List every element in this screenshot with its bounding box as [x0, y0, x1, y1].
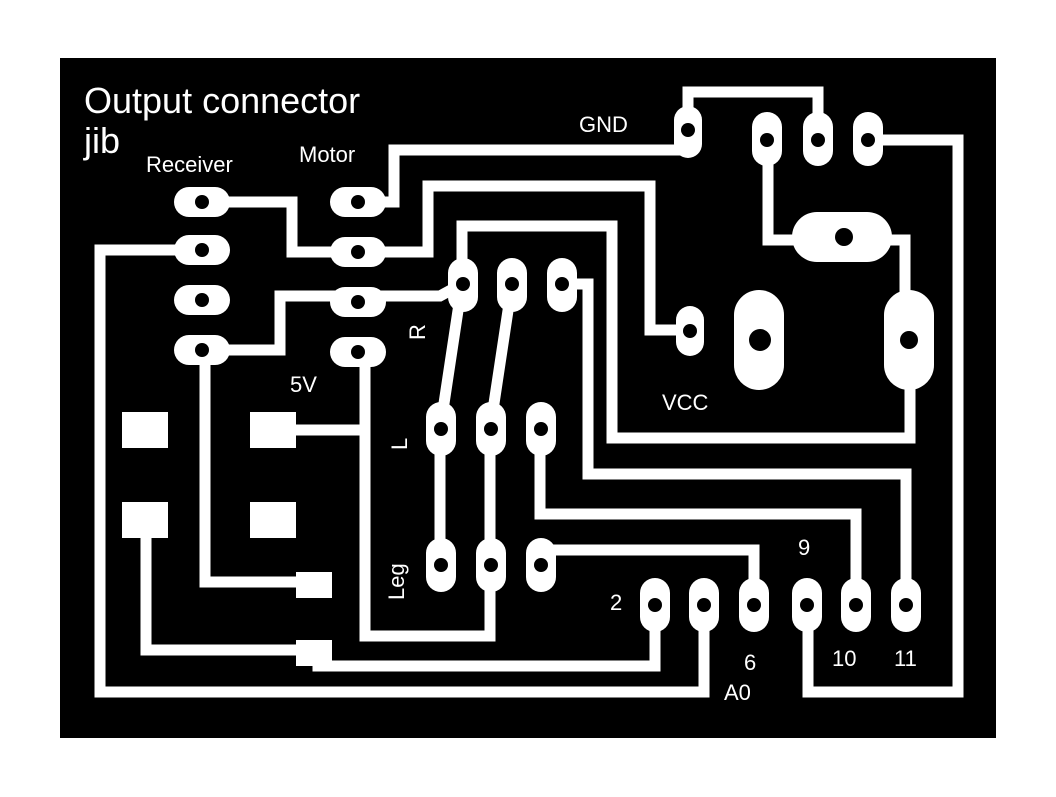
label-5v: 5V: [290, 372, 317, 397]
label-r: R: [405, 324, 430, 340]
trace-r3-11: [556, 278, 912, 611]
title-line-2: jib: [83, 120, 120, 161]
pad-smd-3: [122, 502, 168, 538]
label-pin-11: 11: [894, 646, 917, 671]
pad-smd-4: [250, 502, 296, 538]
pad-smd-6: [296, 640, 332, 666]
copper-traces: [94, 86, 964, 698]
label-a0: A0: [724, 680, 751, 705]
label-vcc: VCC: [662, 390, 709, 415]
trace-receiver-pad: [199, 344, 324, 588]
label-pin-9: 9: [798, 535, 810, 560]
label-pin-6: 6: [744, 650, 756, 675]
pad-smd-2: [250, 412, 296, 448]
trace-r-bus: [456, 220, 916, 444]
pcb-board: [60, 58, 996, 738]
trace-a0: [94, 244, 710, 698]
title-line-1: Output connector: [84, 80, 360, 121]
pad-smd-1: [122, 412, 168, 448]
trace-pin-11: [802, 134, 964, 698]
label-gnd: GND: [579, 112, 628, 137]
trace-l3-10: [534, 424, 862, 611]
trace-receiver-motor: [194, 196, 361, 258]
drill-holes: [195, 123, 918, 612]
pad-smd-5: [296, 572, 332, 598]
label-motor: Motor: [299, 142, 355, 167]
label-receiver: Receiver: [146, 152, 233, 177]
label-pin-2: 2: [610, 590, 622, 615]
trace-motor-vcc: [349, 180, 696, 336]
label-l: L: [387, 438, 412, 450]
label-pin-10: 10: [832, 646, 856, 671]
trace-r-motor: [194, 276, 470, 356]
trace-5v: [359, 346, 496, 642]
label-leg: Leg: [384, 563, 409, 600]
